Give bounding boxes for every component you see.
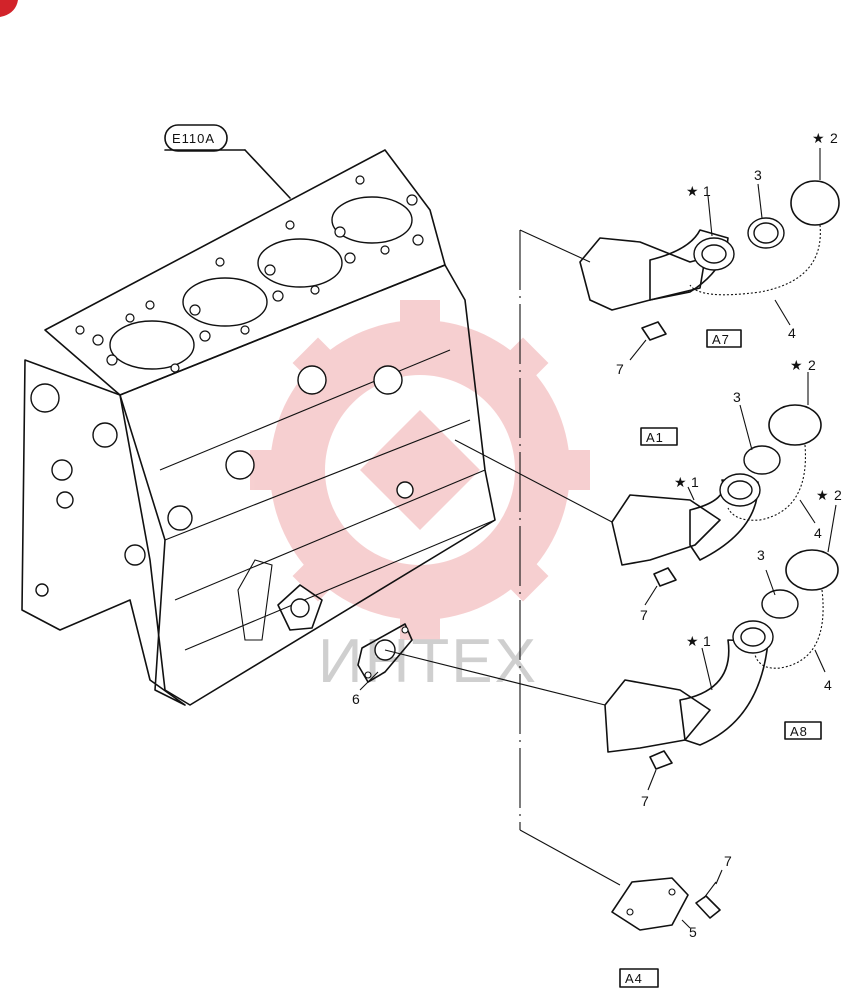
callout-bolt-7: 7 (724, 853, 732, 869)
callout-low-7: 7 (641, 793, 649, 809)
callout-top-7: 7 (616, 361, 624, 377)
group-code-a8: A8 (790, 724, 808, 739)
callout-low-3: 3 (757, 547, 765, 563)
group-code-a7: A7 (712, 332, 730, 347)
callout-gasket-6: 6 (352, 691, 360, 707)
callout-low-2: 2 (834, 487, 842, 503)
watermark-logo-icon (250, 300, 590, 640)
watermark-text: ИНТЕХ (318, 627, 538, 696)
callout-mid-7: 7 (640, 607, 648, 623)
callout-top-2: 2 (830, 130, 838, 146)
oil-filler-assembly-mid: ★ 1 3 ★ 2 4 7 (611, 357, 822, 623)
leader-lines (384, 229, 621, 886)
star-icon: ★ (816, 487, 829, 503)
oil-filler-assembly-a7: ★ 1 3 ★ 2 4 7 A7 (579, 130, 840, 377)
callout-top-4: 4 (788, 325, 796, 341)
callout-top-3: 3 (754, 167, 762, 183)
callout-low-1: 1 (703, 633, 711, 649)
callout-top-1: 1 (703, 183, 711, 199)
gasket-part-6: 6 (352, 623, 413, 707)
corner-marker-icon (0, 0, 18, 17)
section-code-callout: E110A (164, 124, 291, 199)
callout-mid-4: 4 (814, 525, 822, 541)
group-code-a1-box: A1 (640, 427, 678, 446)
callout-mid-2: 2 (808, 357, 816, 373)
callout-low-4: 4 (824, 677, 832, 693)
cover-plate-assembly-a4: 5 7 A4 (611, 853, 732, 988)
star-icon: ★ (674, 474, 687, 490)
cylinder-block (21, 149, 496, 706)
star-icon: ★ (686, 183, 699, 199)
callout-mid-3: 3 (733, 389, 741, 405)
section-code: E110A (172, 131, 215, 146)
star-icon: ★ (790, 357, 803, 373)
group-code-a4: A4 (625, 971, 643, 986)
group-code-a1: A1 (646, 430, 664, 445)
oil-filler-assembly-a8: ★ 1 3 ★ 2 4 7 A8 (604, 487, 842, 809)
star-icon: ★ (686, 633, 699, 649)
callout-plate-5: 5 (689, 924, 697, 940)
callout-mid-1: 1 (691, 474, 699, 490)
star-icon: ★ (812, 130, 825, 146)
